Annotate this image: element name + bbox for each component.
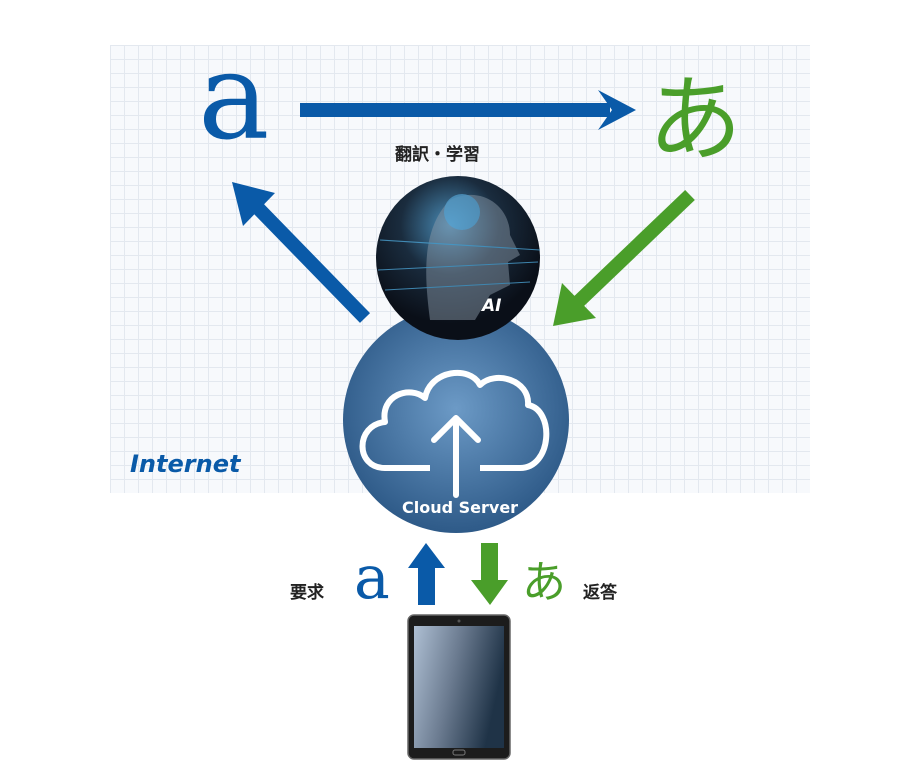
translate-label: 翻訳・学習 (395, 145, 480, 165)
arrow-translate (300, 90, 636, 130)
arrow-from-target (553, 189, 695, 326)
arrow-response-down (471, 543, 508, 605)
source-char: a (198, 28, 270, 167)
target-char: あ (648, 66, 743, 175)
request-label: 要求 (290, 583, 324, 603)
ai-label: AI (482, 296, 502, 316)
server-label: Cloud Server (402, 498, 519, 517)
ai-head-silhouette (377, 194, 541, 320)
response-char: あ (522, 557, 566, 608)
arrow-to-source (232, 182, 371, 323)
request-char: a (354, 543, 390, 613)
cloud-upload-icon (359, 369, 550, 498)
internet-label: Internet (130, 450, 241, 478)
ai-head-image (376, 176, 540, 340)
response-label: 返答 (583, 583, 617, 603)
arrow-request-up (408, 543, 445, 605)
tablet-device (407, 614, 511, 760)
